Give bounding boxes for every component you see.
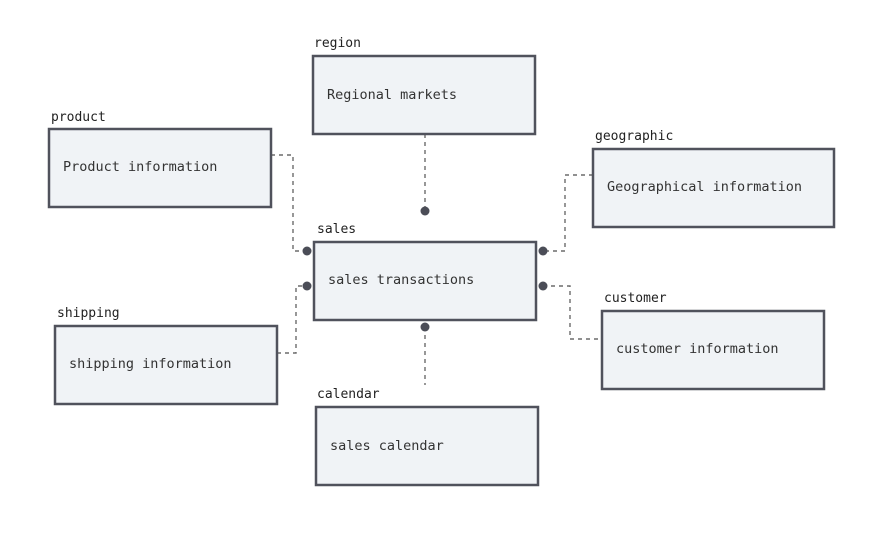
entity-sales[interactable]: sales sales transactions xyxy=(312,222,538,322)
endpoint-calendar xyxy=(420,322,430,332)
entity-box xyxy=(314,405,540,487)
edge-sales-geographic xyxy=(543,174,593,252)
entity-label: customer xyxy=(604,291,667,306)
entity-product[interactable]: product Product information xyxy=(47,110,273,209)
entity-description: sales calendar xyxy=(330,438,444,454)
connectors xyxy=(271,134,601,385)
entity-label: geographic xyxy=(595,129,673,144)
endpoint-region xyxy=(420,206,430,216)
entity-label: product xyxy=(51,110,106,125)
entity-calendar[interactable]: calendar sales calendar xyxy=(314,387,540,487)
endpoint-customer xyxy=(538,281,548,291)
entity-box xyxy=(47,127,273,209)
entity-description: sales transactions xyxy=(328,272,474,288)
entity-customer[interactable]: customer customer information xyxy=(600,291,826,391)
entity-box xyxy=(53,324,279,406)
entity-box xyxy=(600,309,826,391)
entity-description: Product information xyxy=(63,159,217,175)
entity-box xyxy=(311,54,537,136)
endpoint-geographic xyxy=(538,246,548,256)
entity-box xyxy=(591,147,836,229)
entity-region[interactable]: region Regional markets xyxy=(311,36,537,136)
entity-label: region xyxy=(314,36,361,51)
entity-label: calendar xyxy=(317,387,380,402)
entity-geographic[interactable]: geographic Geographical information xyxy=(591,129,836,229)
edge-sales-shipping xyxy=(277,285,307,354)
entity-description: shipping information xyxy=(69,356,232,372)
endpoint-shipping xyxy=(302,281,312,291)
entity-description: Regional markets xyxy=(327,87,457,103)
endpoint-product xyxy=(302,246,312,256)
entity-description: Geographical information xyxy=(607,179,802,195)
entity-description: customer information xyxy=(616,341,779,357)
edge-sales-customer xyxy=(543,285,601,340)
entity-label: shipping xyxy=(57,306,120,321)
entity-shipping[interactable]: shipping shipping information xyxy=(53,306,279,406)
entity-box xyxy=(312,240,538,322)
edge-sales-product xyxy=(271,154,307,252)
entity-label: sales xyxy=(317,222,356,237)
